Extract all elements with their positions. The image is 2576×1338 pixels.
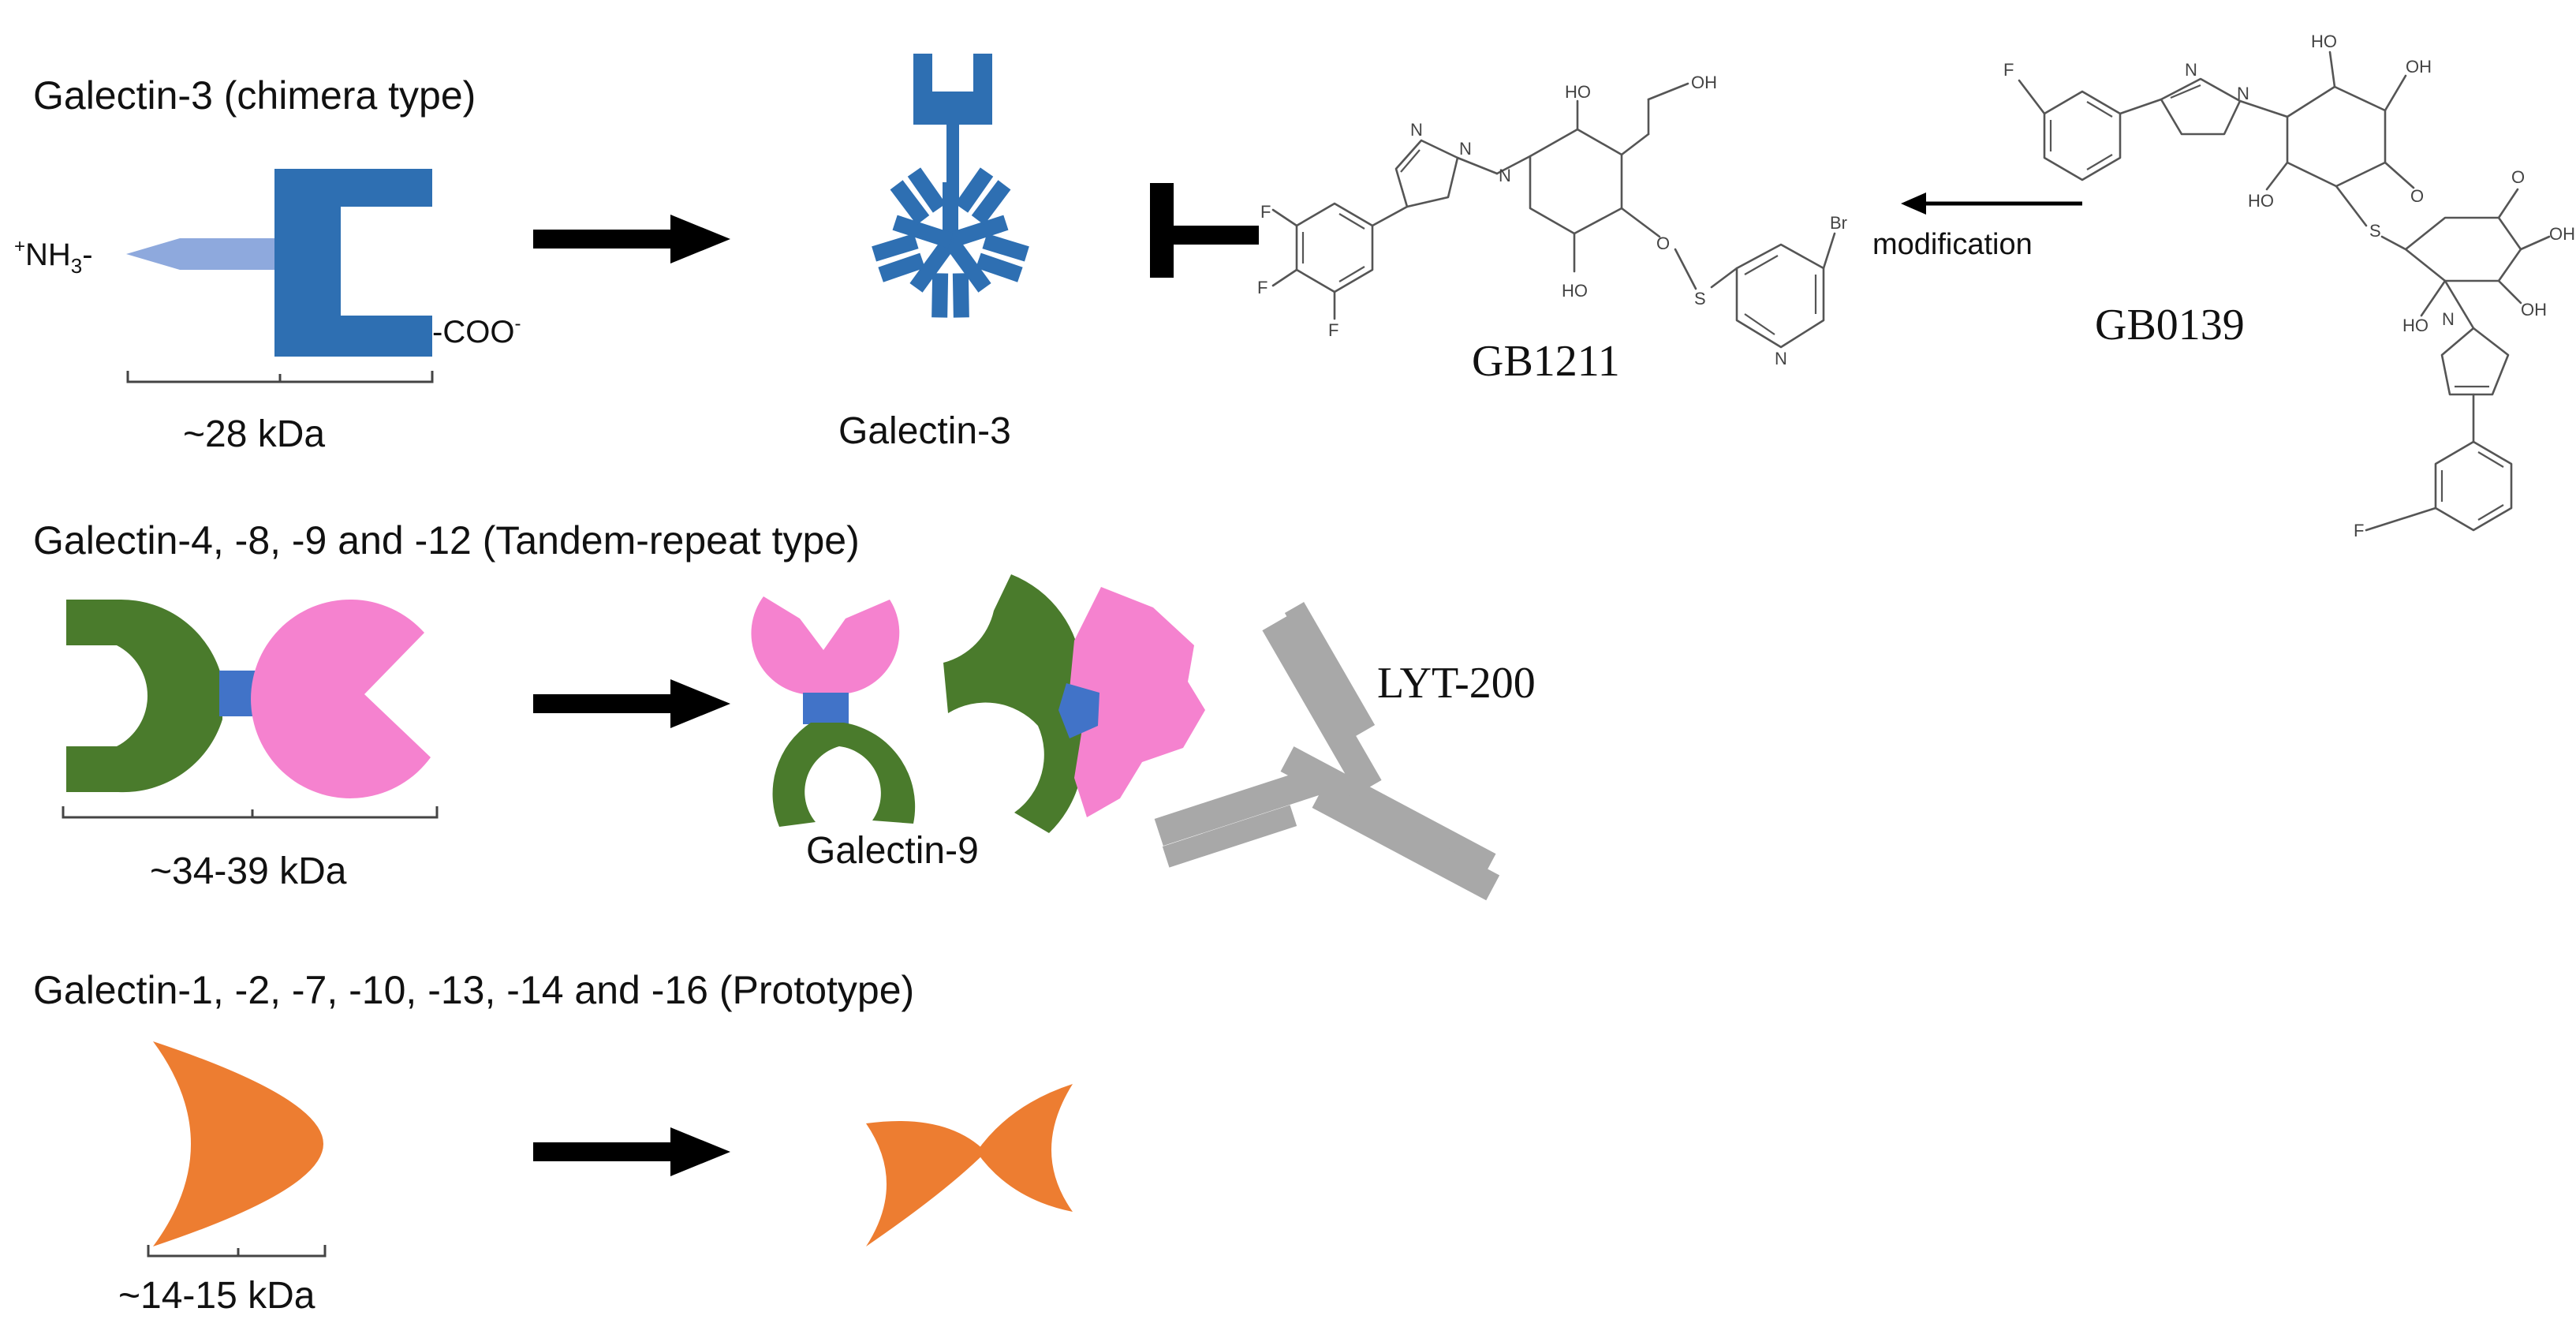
galectin9-complex: [751, 574, 1205, 833]
prototype-dimer: [866, 1084, 1073, 1246]
inhibition-symbol: [1150, 183, 1259, 278]
svg-text:S: S: [1694, 289, 1706, 308]
tandem-monomer: [66, 599, 431, 798]
n-crd-green: [66, 599, 222, 793]
arrow-tandem: [533, 679, 730, 728]
svg-text:OH: OH: [2549, 224, 2575, 244]
svg-text:N: N: [2237, 84, 2249, 103]
svg-text:Br: Br: [1830, 213, 1847, 233]
modification-label: modification: [1872, 228, 2033, 261]
svg-text:N: N: [1459, 139, 1472, 159]
svg-text:O: O: [2511, 167, 2525, 187]
modification-arrow: [1901, 192, 2082, 215]
svg-text:F: F: [1260, 202, 1271, 222]
n-terminus-label: +NH3-: [14, 236, 93, 278]
gb0139-structure: F N N HO OH O HO S O OH OH HO N F: [2003, 32, 2575, 540]
svg-text:S: S: [2369, 221, 2381, 241]
c-crd-pink: [251, 599, 431, 798]
svg-text:F: F: [2003, 60, 2014, 80]
svg-text:N: N: [2442, 309, 2455, 329]
svg-text:HO: HO: [1562, 281, 1588, 301]
size-bracket: [147, 1245, 327, 1258]
galectin9-label: Galectin-9: [806, 830, 979, 872]
galectin3-label: Galectin-3: [838, 410, 1011, 452]
c-terminus-label: -COO-: [432, 313, 521, 349]
svg-text:HO: HO: [2248, 191, 2274, 211]
prototype-monomer: [153, 1041, 323, 1246]
svg-text:OH: OH: [2406, 57, 2432, 77]
svg-text:F: F: [1257, 278, 1267, 297]
arrow-prototype: [533, 1127, 730, 1176]
prototype-size-label: ~14-15 kDa: [118, 1275, 315, 1317]
tandem-heading: Galectin-4, -8, -9 and -12 (Tandem-repea…: [33, 518, 860, 562]
gb1211-structure: F F F N N N HO OH O HO S N Br: [1257, 73, 1847, 368]
chimera-size-label: ~28 kDa: [183, 413, 325, 455]
gb0139-label: GB0139: [2095, 301, 2245, 349]
arrow-chimera: [533, 215, 730, 263]
svg-text:F: F: [2354, 521, 2364, 540]
svg-text:OH: OH: [2521, 300, 2547, 320]
svg-text:N: N: [1775, 349, 1787, 368]
svg-text:HO: HO: [2311, 32, 2337, 51]
svg-text:N: N: [1410, 120, 1423, 140]
lyt200-antibody: [1154, 602, 1500, 901]
size-bracket: [62, 806, 439, 819]
svg-text:O: O: [1656, 234, 1670, 253]
svg-text:N: N: [2185, 60, 2197, 80]
chimera-heading: Galectin-3 (chimera type): [33, 73, 476, 118]
svg-text:OH: OH: [1691, 73, 1717, 92]
prototype-heading: Galectin-1, -2, -7, -10, -13, -14 and -1…: [33, 968, 914, 1012]
n-terminal-tail: [126, 238, 278, 270]
galectin3-monomer: [126, 169, 432, 357]
tandem-size-label: ~34-39 kDa: [150, 850, 347, 892]
svg-text:F: F: [1328, 320, 1338, 340]
gb1211-label: GB1211: [1472, 337, 1620, 386]
svg-text:HO: HO: [2402, 316, 2429, 335]
svg-text:N: N: [1499, 166, 1511, 185]
galectin3-pentamer: [868, 54, 1033, 325]
size-bracket: [126, 371, 434, 383]
svg-text:O: O: [2410, 186, 2424, 206]
crd-domain: [274, 169, 432, 357]
svg-text:HO: HO: [1565, 82, 1591, 102]
lyt200-label: LYT-200: [1377, 659, 1536, 708]
